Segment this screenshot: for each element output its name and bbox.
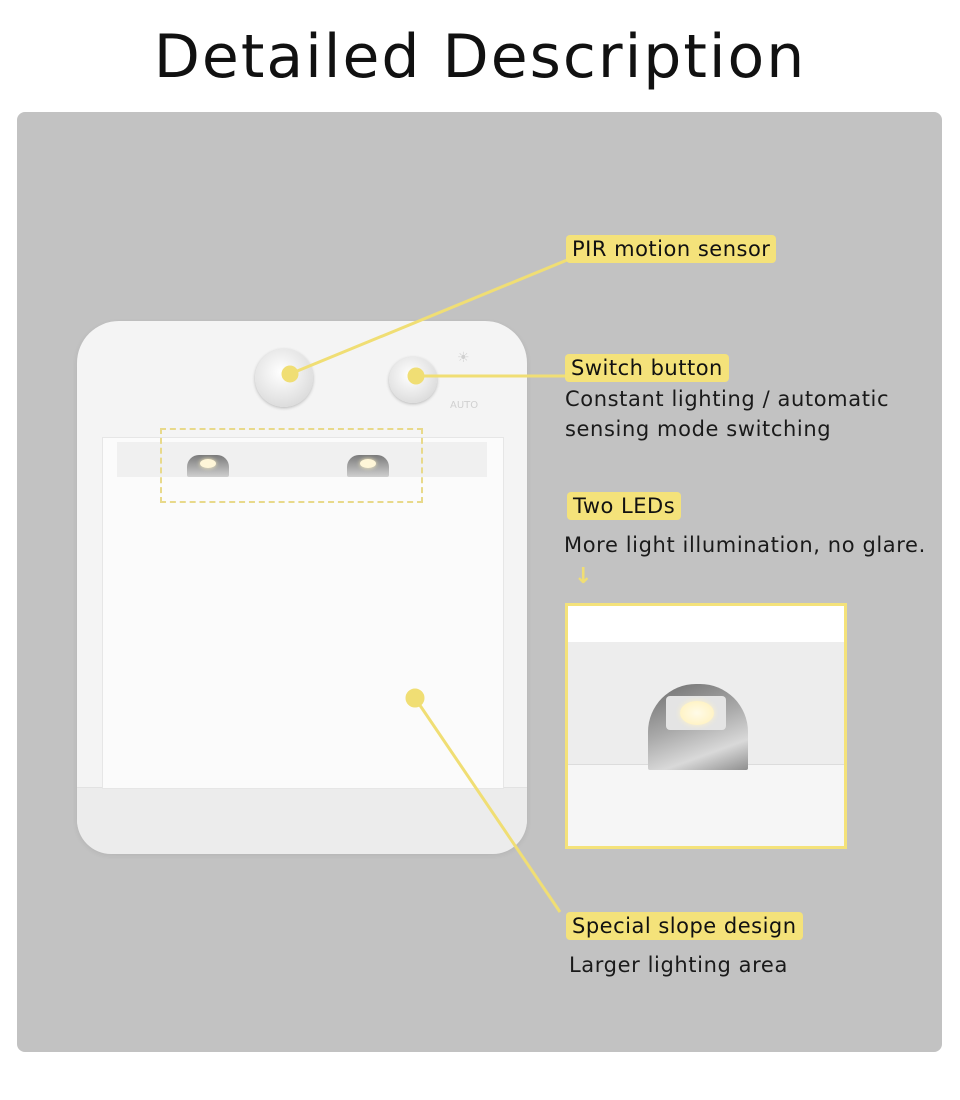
led-highlight-box xyxy=(160,428,423,503)
product-panel: ☀ AUTO PIR motion sensor Switch button C… xyxy=(17,112,942,1052)
inset-led-light xyxy=(680,701,714,725)
page-title: Detailed Description xyxy=(153,22,807,92)
two-leds-label: Two LEDs xyxy=(567,492,682,520)
switch-button-desc-2: sensing mode switching xyxy=(565,417,832,441)
switch-button-label: Switch button xyxy=(565,354,729,382)
down-arrow-icon: ↓ xyxy=(574,564,594,589)
led-left xyxy=(187,455,229,477)
inset-floor xyxy=(568,764,844,846)
pir-leader-line xyxy=(289,256,573,376)
led-left-chip xyxy=(200,459,216,468)
two-leds-desc: More light illumination, no glare. xyxy=(564,533,926,557)
slope-leader-line xyxy=(413,697,562,913)
slope-design-label: Special slope design xyxy=(566,912,803,940)
slope-design-desc: Larger lighting area xyxy=(569,953,788,977)
mode-icon-label: ☀ xyxy=(457,350,470,366)
switch-leader-dot xyxy=(407,367,425,385)
led-zoom-inset xyxy=(565,603,847,849)
auto-mode-label: AUTO xyxy=(450,400,479,411)
inset-top-surface xyxy=(568,606,844,642)
pir-leader-dot xyxy=(281,365,299,383)
pir-sensor-label: PIR motion sensor xyxy=(566,235,777,263)
switch-button-desc-1: Constant lighting / automatic xyxy=(565,387,890,411)
slope-leader-dot xyxy=(405,688,425,708)
tray-ledge xyxy=(117,442,487,477)
callout-lines xyxy=(281,256,573,913)
device-base xyxy=(77,787,527,854)
led-right xyxy=(347,455,389,477)
led-right-chip xyxy=(360,459,376,468)
